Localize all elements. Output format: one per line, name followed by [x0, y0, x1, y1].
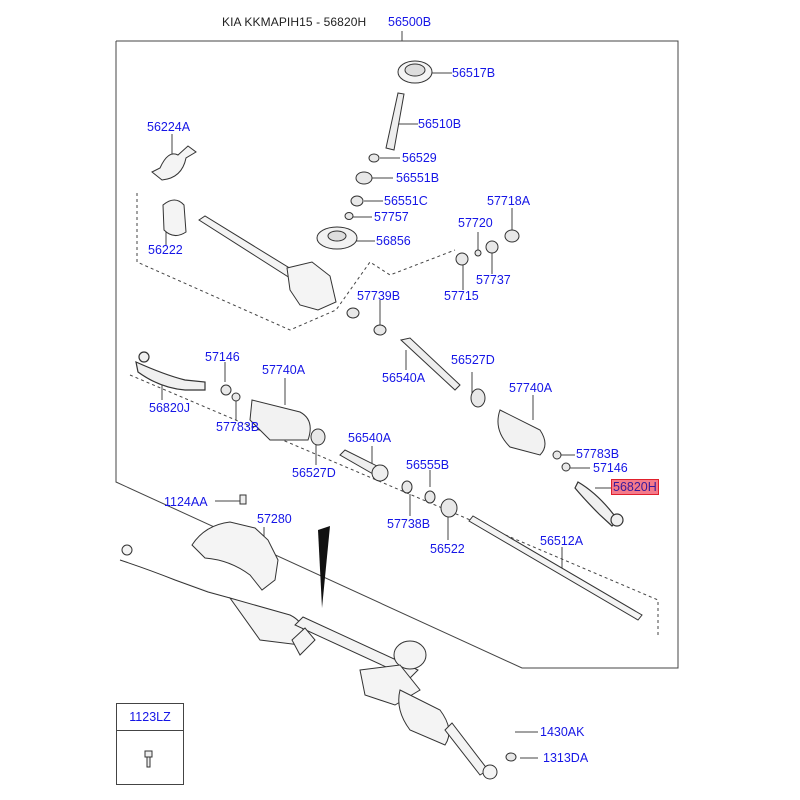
part-label-57737[interactable]: 57737: [476, 273, 511, 287]
legend-box-label[interactable]: 1123LZ: [117, 704, 183, 731]
outer-tie-rod-parts: [135, 351, 624, 527]
part-label-57740A-left[interactable]: 57740A: [262, 363, 306, 377]
part-label-56529[interactable]: 56529: [402, 151, 437, 165]
part-label-56224A[interactable]: 56224A: [147, 120, 191, 134]
part-label-57757[interactable]: 57757: [374, 210, 409, 224]
assembled-rack-part: [119, 544, 498, 780]
part-label-57146-right[interactable]: 57146: [593, 461, 628, 475]
part-label-56527D-right[interactable]: 56527D: [451, 353, 495, 367]
part-label-57718A[interactable]: 57718A: [487, 194, 531, 208]
part-label-56512A[interactable]: 56512A: [540, 534, 584, 548]
seal-rings: [220, 153, 571, 762]
part-label-57740A-right[interactable]: 57740A: [509, 381, 553, 395]
mounting-clamp-part: [151, 145, 197, 236]
part-label-1313DA[interactable]: 1313DA: [543, 751, 589, 765]
pinion-cap-part: [397, 60, 433, 84]
rack-bar-part: [468, 515, 643, 621]
part-label-1124AA[interactable]: 1124AA: [164, 495, 208, 509]
part-label-57280[interactable]: 57280: [257, 512, 292, 526]
part-label-1430AK[interactable]: 1430AK: [540, 725, 585, 739]
part-label-56522[interactable]: 56522: [430, 542, 465, 556]
inner-tie-rod-parts: [339, 337, 461, 482]
dashed-group-upper: [136, 193, 456, 331]
frame-outline: [115, 40, 679, 669]
part-label-56540A-upper[interactable]: 56540A: [382, 371, 426, 385]
part-label-56500B[interactable]: 56500B: [388, 15, 432, 29]
part-label-56222[interactable]: 56222: [148, 243, 183, 257]
bolt-part: [239, 494, 247, 505]
part-label-57738B[interactable]: 57738B: [387, 517, 431, 531]
part-label-56510B[interactable]: 56510B: [418, 117, 462, 131]
legend-box-1123LZ: 1123LZ: [116, 703, 184, 785]
direction-arrow: [318, 526, 330, 608]
part-label-57783B-left[interactable]: 57783B: [216, 420, 260, 434]
page-title: KIA KKMAPIH15 - 56820H: [222, 15, 367, 29]
part-label-56551B[interactable]: 56551B: [396, 171, 440, 185]
bellows-boot-parts: [249, 399, 546, 456]
part-label-57739B[interactable]: 57739B: [357, 289, 401, 303]
part-label-56820H-highlighted[interactable]: 56820H: [611, 479, 659, 495]
part-label-56551C[interactable]: 56551C: [384, 194, 428, 208]
part-label-56527D-left[interactable]: 56527D: [292, 466, 336, 480]
part-label-56856[interactable]: 56856: [376, 234, 411, 248]
part-label-56555B[interactable]: 56555B: [406, 458, 450, 472]
pinion-shaft-part: [385, 92, 405, 151]
part-label-57146-left[interactable]: 57146: [205, 350, 240, 364]
screw-icon: [144, 750, 153, 768]
part-label-57715[interactable]: 57715: [444, 289, 479, 303]
part-label-56820J[interactable]: 56820J: [149, 401, 191, 415]
valve-housing-part: [316, 226, 358, 250]
legend-box-body: [117, 731, 183, 784]
heat-shield-part: [191, 521, 279, 591]
rack-housing-part: [198, 215, 337, 311]
dashed-group-lower: [129, 374, 659, 638]
part-label-57720[interactable]: 57720: [458, 216, 493, 230]
part-label-56517B[interactable]: 56517B: [452, 66, 496, 80]
part-label-56540A-lower[interactable]: 56540A: [348, 431, 392, 445]
part-label-57783B-right[interactable]: 57783B: [576, 447, 620, 461]
